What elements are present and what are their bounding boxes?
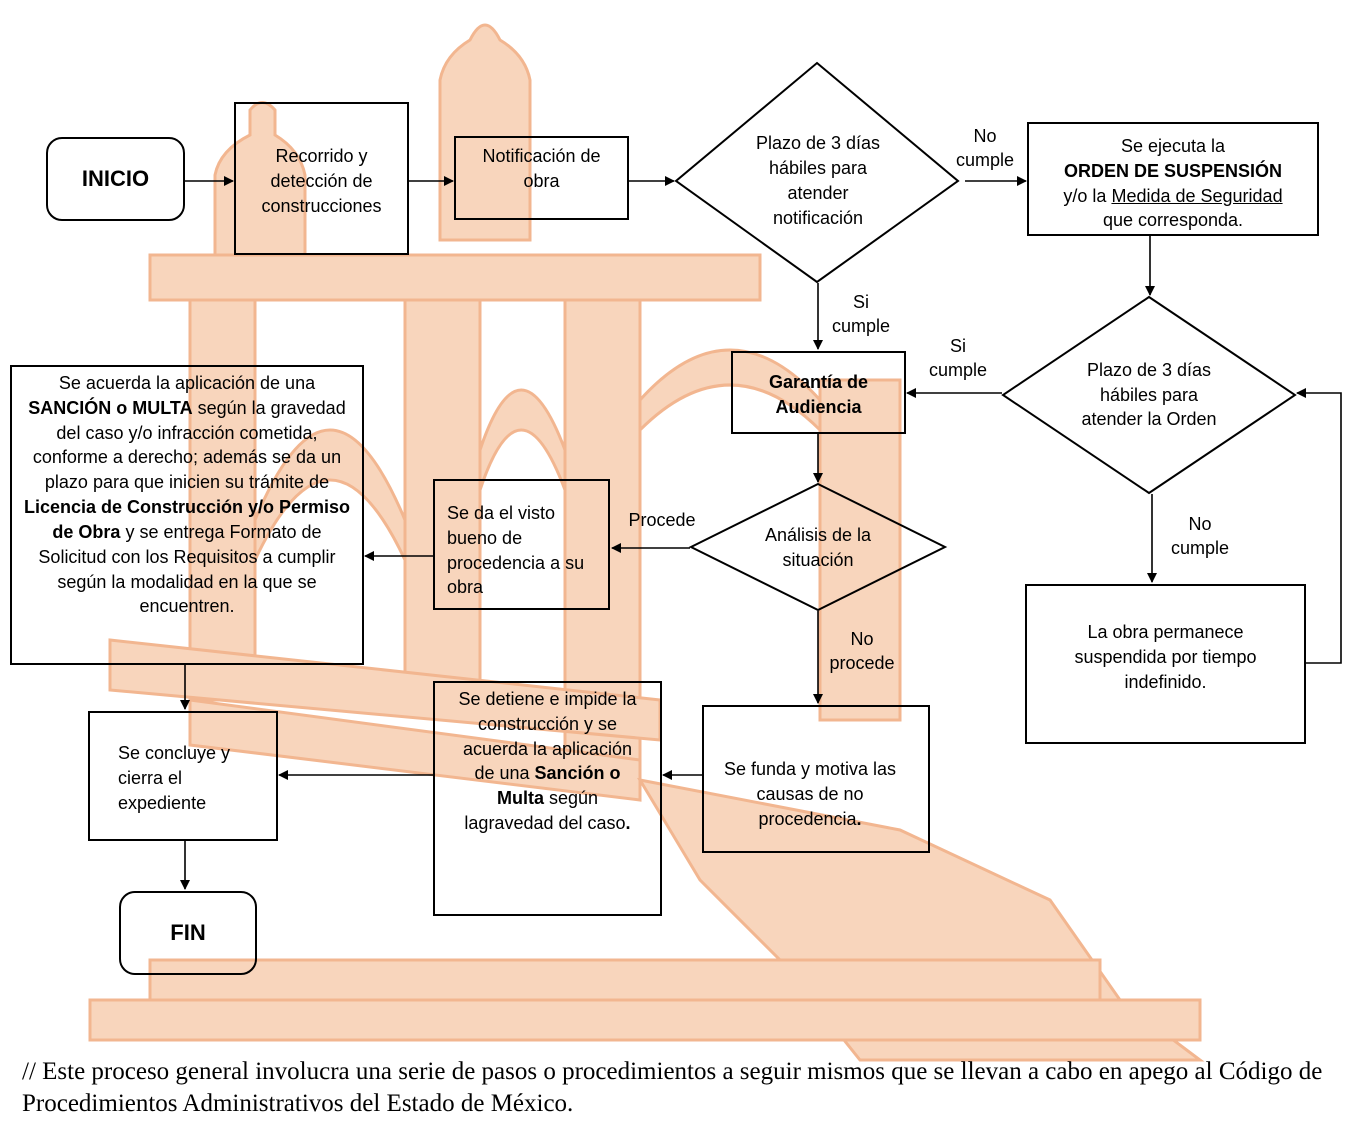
inicio-terminal: INICIO <box>46 137 185 221</box>
fin-terminal: FIN <box>119 891 257 975</box>
orden-post: que corresponda. <box>1102 210 1244 231</box>
orden-suspension-box: Se ejecuta la ORDEN DE SUSPENSIÓN y/o la… <box>1027 122 1319 236</box>
sancion-p1: Se acuerda la aplicación de una <box>58 373 316 393</box>
orden-bold: ORDEN DE SUSPENSIÓN <box>1063 160 1283 181</box>
decision-diamond-plazo-notificacion <box>674 61 960 284</box>
sancion-b1: SANCIÓN o MULTA <box>28 397 193 418</box>
detiene-p2: según lagravedad del caso <box>464 788 626 834</box>
label-si-cumple-2: Si cumple <box>928 336 988 381</box>
sancion-p3: y se entrega Formato de Solicitud con lo… <box>38 521 336 617</box>
label-no-procede: No procede <box>829 629 895 674</box>
recorrido-text: Recorrido y detección de construcciones <box>261 146 382 216</box>
orden-mid: y/o la <box>1063 185 1107 206</box>
notificacion-box: Notificación de obra <box>454 136 629 220</box>
funda-dot: . <box>856 808 862 829</box>
sancion-b2: Licencia de Construcción y/o Permiso de … <box>23 497 351 542</box>
sancion-p2: según la gravedad del caso y/o infracció… <box>32 397 346 493</box>
inicio-label: INICIO <box>81 165 150 191</box>
garantia-box: Garantía de Audiencia <box>731 351 906 434</box>
recorrido-box: Recorrido y detección de construcciones <box>234 102 409 255</box>
orden-pre: Se ejecuta la <box>1120 136 1226 156</box>
plazo-notificacion-text: Plazo de 3 días hábiles para atender not… <box>755 133 881 228</box>
label-procede: Procede <box>628 510 696 530</box>
label-no-cumple-1: No cumple <box>955 126 1015 171</box>
garantia-text: Garantía de Audiencia <box>768 372 869 417</box>
concluye-text: Se concluye y cierra el expediente <box>118 743 231 813</box>
plazo-orden-text: Plazo de 3 días hábiles para atender la … <box>1081 359 1217 430</box>
orden-underlined: Medida de Seguridad <box>1111 185 1283 206</box>
detiene-bold: Sanción o Multa <box>496 763 621 809</box>
permanece-box: La obra permanece suspendida por tiempo … <box>1025 584 1306 744</box>
funda-text: Se funda y motiva las causas de no proce… <box>723 759 897 829</box>
label-si-cumple-1: Si cumple <box>831 292 891 337</box>
detiene-p1: Se detiene e impide la construcción y se… <box>458 689 637 784</box>
concluye-box: Se concluye y cierra el expediente <box>88 711 278 841</box>
analisis-text: Análisis de la situación <box>764 525 872 570</box>
detiene-box: Se detiene e impide la construcción y se… <box>433 681 662 916</box>
visto-bueno-box: Se da el visto bueno de procedencia a su… <box>433 479 610 610</box>
permanece-text: La obra permanece suspendida por tiempo … <box>1074 622 1257 692</box>
sancion-box: Se acuerda la aplicación de una SANCIÓN … <box>10 365 364 665</box>
funda-box: Se funda y motiva las causas de no proce… <box>702 705 930 853</box>
decision-diamond-plazo-orden <box>1001 295 1297 495</box>
notificacion-text: Notificación de obra <box>482 146 601 191</box>
detiene-dot: . <box>625 813 631 834</box>
fin-label: FIN <box>170 919 206 945</box>
visto-bueno-text: Se da el visto bueno de procedencia a su… <box>447 503 585 598</box>
footnote-text: // Este proceso general involucra una se… <box>22 1058 1323 1117</box>
decision-diamond-analisis <box>688 482 948 612</box>
label-no-cumple-2: No cumple <box>1170 514 1230 559</box>
arrow-permanece-loop <box>1296 388 1342 664</box>
